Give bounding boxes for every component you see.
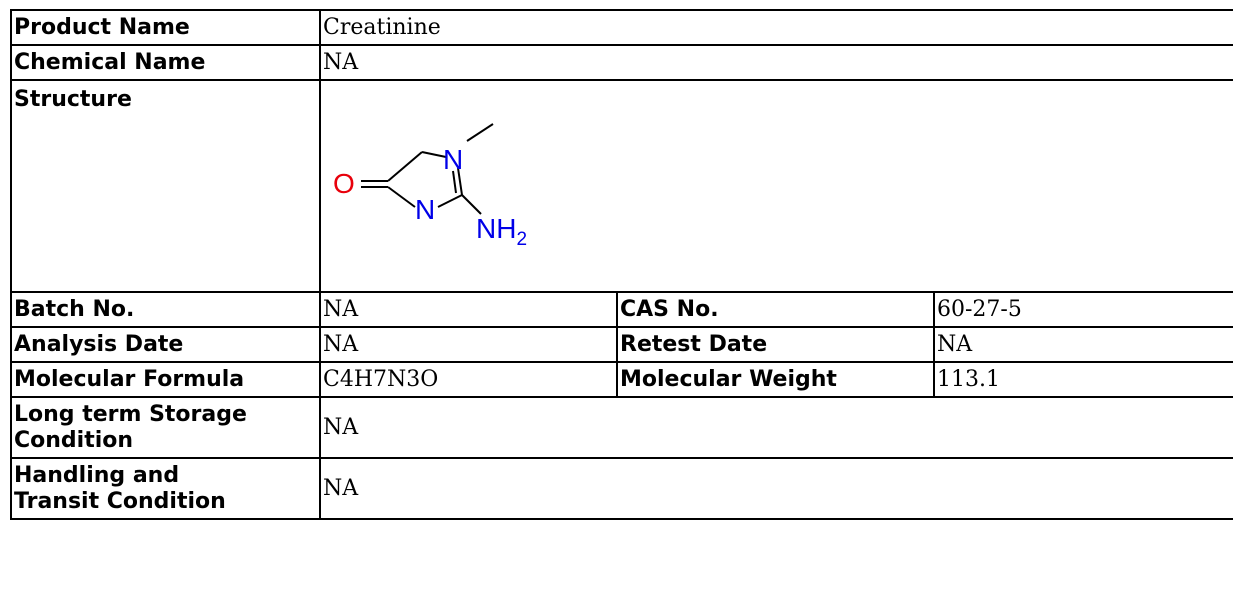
cas-no-label: CAS No. <box>616 291 935 328</box>
molecular-formula-value: C4H7N3O <box>319 361 618 398</box>
structure-cell: O N N NH2 <box>318 79 1233 293</box>
chemical-name-value: NA <box>318 44 1233 81</box>
storage-condition-label-line2: Condition <box>14 427 134 453</box>
product-spec-table: Product Name Creatinine Chemical Name NA… <box>10 9 1233 520</box>
chemical-name-label: Chemical Name <box>10 44 321 81</box>
row-storage-condition: Long term Storage Condition NA <box>10 396 1233 459</box>
handling-condition-label-line1: Handling and <box>14 462 180 488</box>
retest-date-label: Retest Date <box>616 326 935 363</box>
bond-c4-c5 <box>387 151 423 182</box>
product-name-label: Product Name <box>10 9 321 46</box>
handling-condition-label: Handling and Transit Condition <box>10 457 321 520</box>
storage-condition-label: Long term Storage Condition <box>10 396 321 459</box>
row-structure: Structure <box>10 79 1233 293</box>
product-name-value: Creatinine <box>318 9 1233 46</box>
row-handling-condition: Handling and Transit Condition NA <box>10 457 1233 520</box>
analysis-date-value: NA <box>319 326 618 363</box>
storage-condition-value: NA <box>318 396 1233 459</box>
ring-nitrogen-top-label: N <box>443 144 463 175</box>
amine-text: NH <box>476 213 516 244</box>
structure-label: Structure <box>10 79 321 293</box>
row-batch-cas: Batch No. NA CAS No. 60-27-5 <box>10 291 1233 328</box>
bond-c2-amine <box>461 194 482 215</box>
molecular-weight-label: Molecular Weight <box>616 361 935 398</box>
creatinine-structure-image: O N N NH2 <box>333 123 527 250</box>
cas-no-value: 60-27-5 <box>932 291 1233 328</box>
row-product-name: Product Name Creatinine <box>10 9 1233 46</box>
batch-no-value: NA <box>319 291 618 328</box>
oxygen-atom-label: O <box>333 168 355 199</box>
amine-subscript: 2 <box>516 229 527 250</box>
molecular-formula-label: Molecular Formula <box>10 361 321 398</box>
amine-group-label: NH2 <box>476 213 527 250</box>
bond-n1-methyl <box>466 123 494 142</box>
batch-no-label: Batch No. <box>10 291 321 328</box>
handling-condition-value: NA <box>318 457 1233 520</box>
row-chemical-name: Chemical Name NA <box>10 44 1233 81</box>
retest-date-value: NA <box>932 326 1233 363</box>
bond-n3-c4 <box>387 186 416 208</box>
bond-c5-n1 <box>421 151 447 158</box>
storage-condition-label-line1: Long term Storage <box>14 401 247 427</box>
ring-nitrogen-bottom-label: N <box>415 194 435 225</box>
bond-n1-c2-inner <box>452 170 457 194</box>
row-dates: Analysis Date NA Retest Date NA <box>10 326 1233 363</box>
bond-c2-n3 <box>437 194 463 208</box>
analysis-date-label: Analysis Date <box>10 326 321 363</box>
row-formula-weight: Molecular Formula C4H7N3O Molecular Weig… <box>10 361 1233 398</box>
handling-condition-label-line2: Transit Condition <box>14 488 226 514</box>
bond-n1-c2 <box>457 167 463 196</box>
molecular-weight-value: 113.1 <box>932 361 1233 398</box>
